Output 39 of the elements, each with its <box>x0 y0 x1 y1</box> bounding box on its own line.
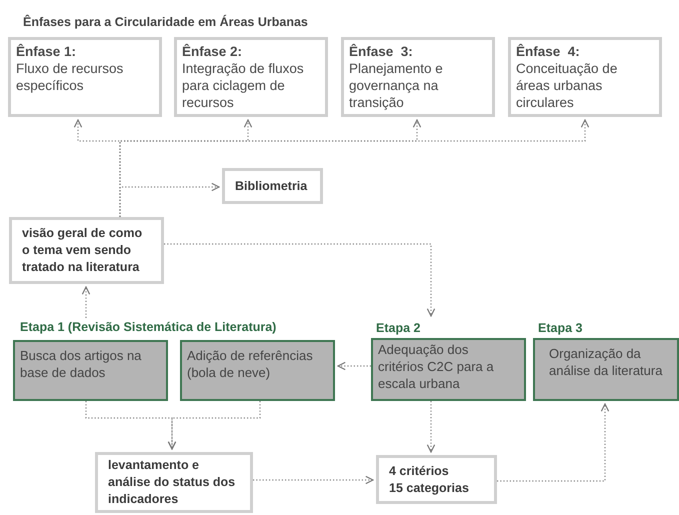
emphasis-text: Planejamento e governança na transição <box>349 60 444 111</box>
result-box <box>376 455 497 504</box>
step-text: Adição de referências (bola de neve) <box>187 347 314 381</box>
result-text: 4 critérios <box>389 462 450 480</box>
diagram-title: Ênfases para a Circularidade em Áreas Urbanas <box>23 14 308 31</box>
arrow <box>164 243 436 317</box>
emphasis-box <box>8 37 162 117</box>
result-box <box>95 452 253 513</box>
arrow <box>337 362 371 370</box>
step-box <box>13 340 168 401</box>
emphasis-heading: Ênfase 1: <box>16 43 78 60</box>
step-text: Busca dos artigos na base de dados <box>20 347 142 381</box>
stage-box: Organização da análise da literatura <box>533 338 679 401</box>
emphasis-text: Fluxo de recursos específicos <box>16 60 124 94</box>
emphasis-box <box>341 37 495 117</box>
stage-heading: Etapa 1 (Revisão Sistemática de Literatura) <box>20 318 320 336</box>
emphasis-heading: Ênfase 3: <box>349 43 414 60</box>
result-box <box>222 168 323 204</box>
emphasis-heading: Ênfase 4: <box>516 43 581 60</box>
arrow <box>253 476 374 484</box>
result-text: 15 categorias <box>389 480 470 496</box>
result-text: levantamento e análise do status dos indicadores <box>108 457 236 508</box>
emphasis-box <box>508 37 662 117</box>
stage-heading: Etapa 2 <box>376 320 422 337</box>
result-box <box>9 217 164 284</box>
emphasis-text: Conceituação de áreas urbanas circulares <box>516 60 618 111</box>
emphasis-text: Integração de fluxos para ciclagem de recursos <box>182 60 305 111</box>
arrow <box>119 182 220 217</box>
stage-box: Adequação dos critérios C2C para a escala urbana <box>371 338 526 401</box>
arrow <box>168 401 261 450</box>
arrow <box>426 401 436 453</box>
step-box <box>180 340 335 401</box>
emphasis-heading: Ênfase 2: <box>182 43 244 60</box>
stage-heading: Etapa 3 <box>538 320 584 337</box>
arrow <box>497 403 610 482</box>
result-text: Bibliometria <box>235 178 308 194</box>
arrow <box>82 286 90 318</box>
result-text: visão geral de como o tema vem sendo tratado na literatura <box>22 225 144 276</box>
emphasis-box <box>174 37 328 117</box>
